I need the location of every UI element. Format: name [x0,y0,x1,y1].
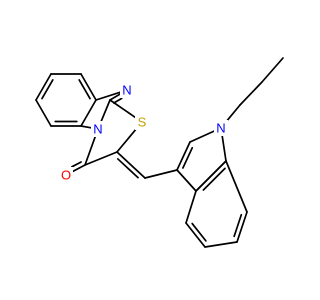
bond-C3-O [71,164,86,173]
atom-n2-label: N [93,122,102,137]
bond-C2b-C3 [84,151,118,166]
molecule-structure: N N N S O [35,57,284,248]
atom-o1-label: O [61,168,71,183]
atom-n1-label: N [122,83,131,98]
bond-layer [35,57,284,248]
bond-N1-C2 [109,92,122,101]
bond-i4-i5 [185,222,206,248]
bond-C2b-CH-double [117,158,139,179]
bond-p2-p3 [261,57,284,83]
bond-i5-i6 [204,241,238,248]
bond-N1-C2-double [112,97,123,104]
atom-label-layer: N N N S O [59,82,228,183]
bond-b1-b2-double [41,79,54,100]
bond-b3-b4 [80,73,97,101]
bond-b1-b2 [35,73,52,101]
bond-i3a-i4 [185,190,197,224]
bond-S1-C2b [116,126,139,153]
bond-i7-i7a [225,160,248,213]
atom-n1: N [120,82,134,98]
bond-i6-i7-double [233,213,243,238]
bond-i2-N3 [189,130,216,143]
bond-i3-i2 [176,141,191,171]
bond-i7a-i3a-double [202,167,226,191]
atom-s1: S [135,114,149,130]
bond-b4-N1 [95,91,122,101]
bond-i3-i2-double [182,146,194,169]
bond-b3-b4-double [78,79,91,100]
atom-n3-label: N [216,121,225,136]
bond-CH-i3 [144,169,178,179]
bond-N3-i7a [221,134,227,162]
atom-s1-label: S [138,115,147,130]
atom-o1: O [59,167,73,183]
bond-i7a-i3a [195,160,227,192]
bond-i6-i7 [236,211,248,243]
bond-N3-p1 [224,104,241,124]
bond-b6-b1 [35,99,52,127]
bond-b4-b5 [80,99,97,127]
bond-C3-O-double [71,161,82,168]
atom-n2: N [91,121,105,137]
bond-p1-p2 [239,81,263,106]
bond-C3-N2 [84,134,97,166]
bond-C2b-CH [116,151,146,179]
atom-n3: N [214,120,228,136]
bond-i4-i5-double [191,222,207,242]
bond-C2-S1 [109,99,138,119]
bond-i3a-i3 [176,169,197,192]
bond-N2-b5 [80,125,92,129]
bond-C2-N2 [99,99,111,124]
